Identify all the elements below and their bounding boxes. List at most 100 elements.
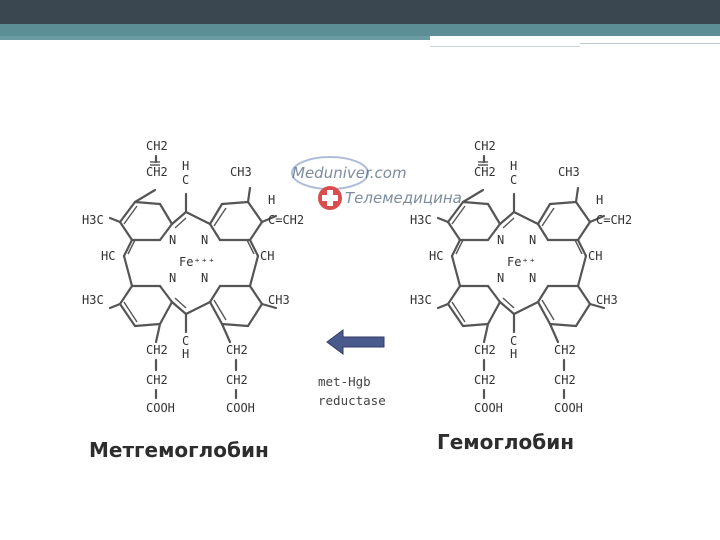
bond-line — [512, 210, 540, 226]
enzyme-line-1: met-Hgb — [318, 374, 371, 389]
atom-label-chain-right-2: CH2 — [554, 373, 576, 387]
bond-line — [486, 202, 502, 226]
bond-line — [461, 200, 490, 206]
double-bond-line — [246, 239, 255, 255]
double-bond-line — [541, 207, 555, 227]
decor-rule — [580, 43, 720, 44]
enzyme-label: met-Hgb reductase — [318, 372, 386, 410]
bond-line — [220, 322, 232, 344]
atom-label-vinyl-top-ch: CH2 — [146, 165, 168, 179]
top-stripe-accent — [0, 36, 430, 40]
bond-line — [133, 322, 162, 328]
bond-line — [461, 188, 485, 204]
bond-line — [108, 302, 122, 310]
atom-label-chain-right-2: CH2 — [226, 373, 248, 387]
bond-line — [576, 238, 588, 258]
atom-label-methyl-right-bottom: CH3 — [596, 293, 618, 307]
double-bond-line — [455, 239, 464, 255]
bond-line — [588, 302, 606, 310]
bond-line — [260, 302, 278, 310]
atom-label-vinyl-right-h: H — [596, 193, 603, 207]
watermark-logo — [291, 156, 369, 210]
bond-line — [122, 254, 134, 288]
atom-label-meso-bottom-h: H — [182, 347, 189, 361]
bond-line — [588, 214, 606, 224]
bond-line — [170, 210, 188, 226]
atom-label-n-top-left: N — [169, 233, 176, 247]
atom-label-methyl-left-bottom: H3C — [410, 293, 432, 307]
bond-line — [536, 300, 552, 326]
atom-label-meso-top-h: H — [182, 159, 189, 173]
bond-line — [446, 284, 462, 306]
bond-line — [576, 254, 588, 288]
atom-label-vinyl-right: C=CH2 — [596, 213, 632, 227]
atom-label-meso-top-h: H — [510, 159, 517, 173]
bond-line — [574, 302, 592, 328]
bond-line — [548, 322, 560, 344]
top-band — [0, 0, 720, 24]
bond-line — [248, 254, 260, 288]
bond-line — [208, 202, 224, 226]
atom-label-methyl-right-bottom: CH3 — [268, 293, 290, 307]
bond-line — [548, 200, 578, 206]
atom-label-n-bottom-left: N — [169, 271, 176, 285]
atom-label-chain-right-3: COOH — [554, 401, 583, 415]
bond-line — [536, 202, 552, 226]
double-bond-line — [123, 205, 138, 225]
double-bond-line — [451, 205, 466, 225]
caption-methemoglobin: Метгемоглобин — [89, 438, 269, 462]
left-arrow-icon — [326, 329, 385, 355]
bond-line — [246, 200, 264, 224]
bond-line — [536, 284, 550, 304]
double-bond-line — [502, 217, 515, 229]
bond-line — [446, 220, 462, 242]
atom-label-meso-bottom-c: C — [510, 334, 517, 348]
bond-line — [208, 300, 224, 326]
bond-line — [133, 188, 157, 204]
bond-line — [574, 200, 592, 224]
bond-line — [486, 222, 502, 242]
bond-line — [450, 254, 462, 288]
bond-line — [122, 238, 134, 258]
caption-hemoglobin: Гемоглобин — [437, 430, 575, 454]
double-bond-line — [123, 301, 138, 323]
atom-label-meso-top-c: C — [510, 173, 517, 187]
bond-line — [108, 216, 122, 224]
atom-label-meso-left: HC — [429, 249, 443, 263]
atom-label-vinyl-top-ch2: CH2 — [474, 139, 496, 153]
bond-line — [498, 210, 516, 226]
bond-line — [248, 220, 264, 242]
atom-label-chain-right-1: CH2 — [554, 343, 576, 357]
bond-line — [184, 300, 212, 316]
top-notch — [430, 36, 720, 40]
atom-label-chain-right-3: COOH — [226, 401, 255, 415]
atom-label-methyl-left-bottom: H3C — [82, 293, 104, 307]
watermark-line-2: Телемедицина — [345, 189, 462, 207]
bond-line — [548, 322, 578, 328]
bond-line — [446, 302, 465, 328]
atom-label-n-top-right: N — [529, 233, 536, 247]
bond-line — [576, 284, 592, 306]
bond-line — [246, 186, 252, 204]
atom-label-vinyl-right: C=CH2 — [268, 213, 304, 227]
atom-label-meso-top-c: C — [182, 173, 189, 187]
bond-line — [154, 322, 162, 344]
top-stripe — [0, 24, 720, 36]
bond-line — [486, 284, 502, 304]
iron-ion-label: Fe⁺⁺ — [507, 255, 536, 269]
bond-line — [170, 300, 188, 316]
bond-line — [118, 220, 134, 242]
double-bond-line — [174, 217, 187, 229]
bond-line — [220, 322, 250, 328]
bond-line — [512, 300, 540, 316]
bond-line — [118, 302, 137, 328]
bond-line — [158, 202, 174, 226]
bond-line — [158, 300, 174, 326]
double-bond-line — [213, 207, 227, 227]
atom-label-chain-left-3: COOH — [474, 401, 503, 415]
atom-label-methyl-top-right: CH3 — [558, 165, 580, 179]
